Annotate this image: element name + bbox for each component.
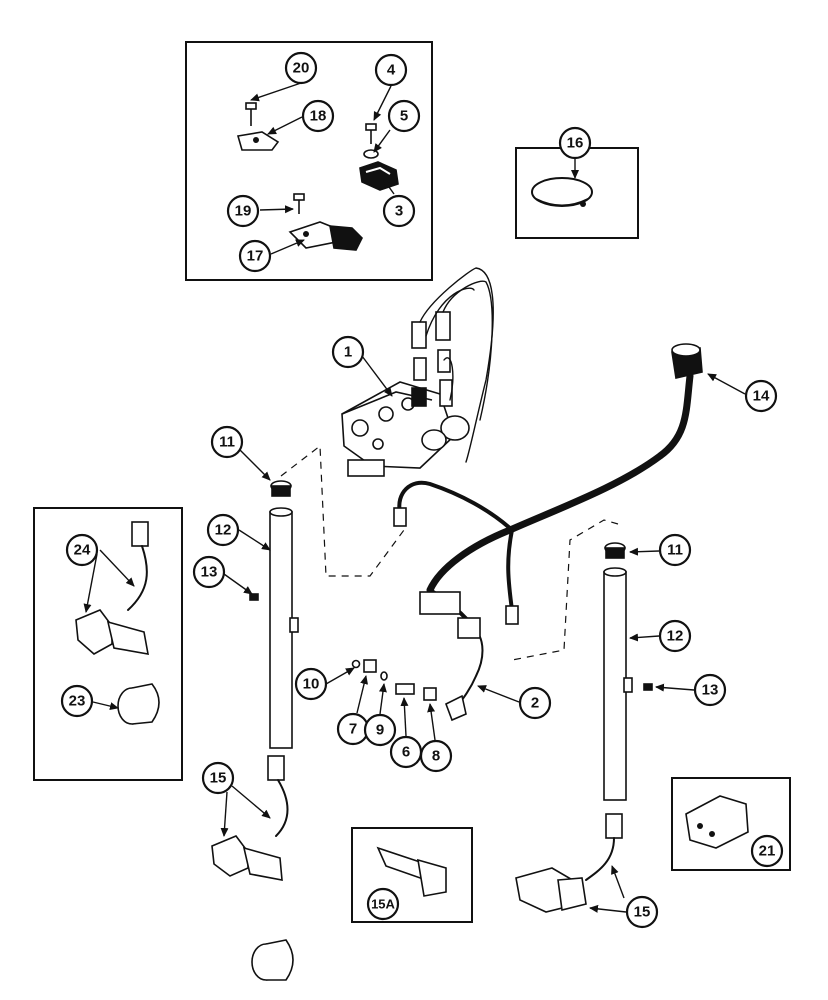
callout-12-left: 12 xyxy=(206,513,240,547)
callout-16: 16 xyxy=(558,126,592,160)
svg-text:21: 21 xyxy=(759,843,776,860)
callout-15-left: 15 xyxy=(201,761,235,795)
clip-18 xyxy=(236,131,280,151)
svg-text:9: 9 xyxy=(376,722,384,739)
svg-text:8: 8 xyxy=(432,748,440,765)
tube-right-12 xyxy=(603,567,633,801)
screw-19 xyxy=(293,193,305,214)
valve-body-1 xyxy=(341,379,470,477)
svg-text:15: 15 xyxy=(210,770,227,787)
svg-text:15: 15 xyxy=(634,904,651,921)
routing-line-left xyxy=(280,444,405,577)
svg-text:13: 13 xyxy=(702,682,719,699)
svg-text:6: 6 xyxy=(402,744,410,761)
fitting-10 xyxy=(351,659,361,669)
screw-13-right xyxy=(643,683,653,691)
callout-18: 18 xyxy=(301,99,335,133)
svg-text:12: 12 xyxy=(215,522,232,539)
svg-text:17: 17 xyxy=(247,248,264,265)
svg-text:20: 20 xyxy=(293,60,310,77)
bushing-23 xyxy=(117,683,160,725)
washer-5 xyxy=(363,149,379,159)
svg-text:1: 1 xyxy=(344,344,352,361)
callout-24: 24 xyxy=(65,533,99,567)
callout-2: 2 xyxy=(518,686,552,720)
leader-lines xyxy=(83,82,746,913)
tube-left-12 xyxy=(269,507,299,749)
solenoid-connectors xyxy=(411,311,451,381)
svg-text:10: 10 xyxy=(303,676,320,693)
adapter-15a xyxy=(376,846,447,897)
svg-text:23: 23 xyxy=(69,693,86,710)
routing-line-right xyxy=(511,519,619,661)
svg-text:5: 5 xyxy=(400,108,408,125)
o-ring-9 xyxy=(380,671,388,681)
inset-frame-15a xyxy=(351,827,473,923)
clamp-17 xyxy=(288,221,363,251)
svg-text:11: 11 xyxy=(667,542,683,559)
cap-left-11 xyxy=(270,480,292,497)
callout-12-right: 12 xyxy=(658,619,692,653)
svg-text:19: 19 xyxy=(235,203,252,220)
callout-7: 7 xyxy=(336,712,370,746)
callout-15-right: 15 xyxy=(625,895,659,929)
callout-9: 9 xyxy=(363,713,397,747)
harness-connector-14 xyxy=(671,343,703,379)
speed-sensor-15-left xyxy=(211,755,289,881)
callout-17: 17 xyxy=(238,239,272,273)
callout-10: 10 xyxy=(294,667,328,701)
svg-text:18: 18 xyxy=(310,108,327,125)
speed-sensor-15-right xyxy=(515,813,623,913)
callout-6: 6 xyxy=(389,735,423,769)
callout-15A: 15A xyxy=(366,887,400,921)
screw-20 xyxy=(245,102,257,126)
svg-text:3: 3 xyxy=(395,203,403,220)
cap-right-11 xyxy=(604,542,626,559)
harness-connectors xyxy=(393,507,519,639)
callout-11-right: 11 xyxy=(658,533,692,567)
svg-text:7: 7 xyxy=(349,721,357,738)
inset-frame-21 xyxy=(671,777,791,871)
callout-8: 8 xyxy=(419,739,453,773)
inset-frame-clamps xyxy=(185,41,433,281)
bracket-21 xyxy=(685,795,749,849)
callout-11-left: 11 xyxy=(210,425,244,459)
callout-3: 3 xyxy=(382,194,416,228)
callout-1: 1 xyxy=(331,335,365,369)
svg-text:14: 14 xyxy=(753,388,770,405)
callout-5: 5 xyxy=(387,99,421,133)
svg-text:12: 12 xyxy=(667,628,684,645)
clamp-3 xyxy=(359,161,399,191)
callout-14: 14 xyxy=(744,379,778,413)
callout-20: 20 xyxy=(284,51,318,85)
sensor-6 xyxy=(395,683,415,695)
svg-text:11: 11 xyxy=(219,434,235,451)
inset-frame-sensor xyxy=(33,507,183,781)
plug-8 xyxy=(423,687,437,701)
speed-sensor-24 xyxy=(75,521,149,655)
solenoid-leads xyxy=(419,267,494,463)
temperature-sender-2 xyxy=(444,694,467,722)
fitting-7 xyxy=(363,659,377,673)
callout-4: 4 xyxy=(374,53,408,87)
callout-13-right: 13 xyxy=(693,673,727,707)
svg-text:24: 24 xyxy=(74,542,91,559)
svg-text:2: 2 xyxy=(531,695,539,712)
callout-19: 19 xyxy=(226,194,260,228)
svg-text:16: 16 xyxy=(567,135,584,152)
svg-text:13: 13 xyxy=(201,564,218,581)
snap-ring-16 xyxy=(531,177,593,207)
svg-text:15A: 15A xyxy=(371,897,395,912)
callout-23: 23 xyxy=(60,684,94,718)
svg-text:4: 4 xyxy=(387,62,396,79)
bushing-lower xyxy=(251,939,294,981)
screw-13-left xyxy=(249,593,259,601)
screw-4 xyxy=(365,123,377,144)
callout-13-left: 13 xyxy=(192,555,226,589)
callout-21: 21 xyxy=(750,834,784,868)
